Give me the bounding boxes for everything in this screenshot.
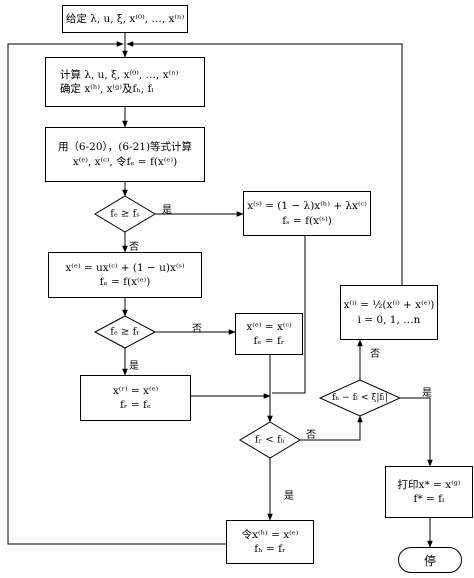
shrink-line2: i = 0, 1, …n [357,313,421,326]
decision4-no-label: 否 [370,349,380,360]
compute-box: 计算 λ, u, ξ, x⁽⁰⁾, …, x⁽ⁿ⁾ 确定 x⁽ʰ⁾, x⁽ᵍ⁾及… [45,57,205,107]
decision3-no-label: 否 [306,430,316,441]
decision4-yes-label: 是 [422,388,432,399]
expand-box: x⁽ᵉ⁾ = ux⁽ᶜ⁾ + (1 − u)x⁽ˢ⁾ fₑ = f(x⁽ᵉ⁾) [48,252,202,298]
decision2-text: fₑ ≥ fᵣ [110,326,140,338]
shrink-box: x⁽ⁱ⁾ = ½(x⁽ⁱ⁾ + x⁽ᵉ⁾) i = 0, 1, …n [340,285,438,340]
decision1-yes-label: 是 [162,205,172,216]
expand-line2: fₑ = f(x⁽ᵉ⁾) [99,276,151,288]
replace-r-line2: fₑ = fᵣ [253,335,285,347]
reset-line1: 令x⁽ʰ⁾ = x⁽ᵉ⁾ [241,528,299,541]
compute-line1: 计算 λ, u, ξ, x⁽⁰⁾, …, x⁽ⁿ⁾ [60,68,179,81]
equations-line1: 用（6-20），(6-21)等式计算 [57,141,193,154]
replace-r-box: x⁽ᵉ⁾ = x⁽ᶜ⁾ fₑ = fᵣ [235,313,303,355]
replace-e-box: x⁽ʳ⁾ = x⁽ᵉ⁾ fᵣ = fₑ [80,375,191,421]
replace-e-line2: fᵣ = fₑ [120,399,151,411]
contract-outer-box: x⁽ˢ⁾ = (1 − λ)x⁽ʰ⁾ + λx⁽ᶜ⁾ fₛ = f(x⁽ˢ⁾) [243,191,371,236]
print-line2: f* = fₗ [413,493,445,505]
decision3-yes-label: 是 [284,491,294,502]
compute-line2: 确定 x⁽ʰ⁾, x⁽ᵍ⁾及fₕ, fₗ [60,83,154,95]
stop-terminal: 停 [398,547,462,573]
decision4-diamond [318,379,402,417]
reset-box: 令x⁽ʰ⁾ = x⁽ᵉ⁾ fₕ = fᵣ [226,520,314,564]
contract-line1: x⁽ˢ⁾ = (1 − λ)x⁽ʰ⁾ + λx⁽ᶜ⁾ [247,200,367,213]
decision2-no-label: 否 [192,324,202,335]
decision4-text: fₕ − fₗ < ξ|fₗ| [332,393,388,403]
print-line1: 打印x* = x⁽ᵍ⁾ [397,478,461,491]
start-box: 给定 λ, u, ξ, x⁽⁰⁾, …, x⁽ⁿ⁾ [62,5,188,33]
equations-line2: x⁽ᵉ⁾, x⁽ᶜ⁾, 令fₑ = f(x⁽ᵉ⁾) [72,155,178,168]
replace-e-line1: x⁽ʳ⁾ = x⁽ᵉ⁾ [112,384,159,397]
print-box: 打印x* = x⁽ᵍ⁾ f* = fₗ [385,466,473,518]
decision3-text: fᵣ < fₕ [255,434,285,446]
decision1-text: fₑ ≥ fₛ [110,208,140,220]
decision1-diamond [94,195,156,233]
reset-line2: fₕ = fᵣ [254,543,286,555]
decision3-diamond [239,421,301,459]
decision2-yes-label: 是 [129,361,139,372]
stop-text: 停 [423,553,436,568]
decision2-diamond [93,315,157,349]
replace-r-line1: x⁽ᵉ⁾ = x⁽ᶜ⁾ [246,320,292,333]
equations-box: 用（6-20），(6-21)等式计算 x⁽ᵉ⁾, x⁽ᶜ⁾, 令fₑ = f(x… [45,127,205,182]
contract-line2: fₛ = f(x⁽ˢ⁾) [282,214,332,227]
start-text: 给定 λ, u, ξ, x⁽⁰⁾, …, x⁽ⁿ⁾ [65,12,185,25]
expand-line1: x⁽ᵉ⁾ = ux⁽ᶜ⁾ + (1 − u)x⁽ˢ⁾ [65,261,185,274]
shrink-line1: x⁽ⁱ⁾ = ½(x⁽ⁱ⁾ + x⁽ᵉ⁾) [343,299,435,312]
decision1-no-label: 否 [129,242,139,253]
